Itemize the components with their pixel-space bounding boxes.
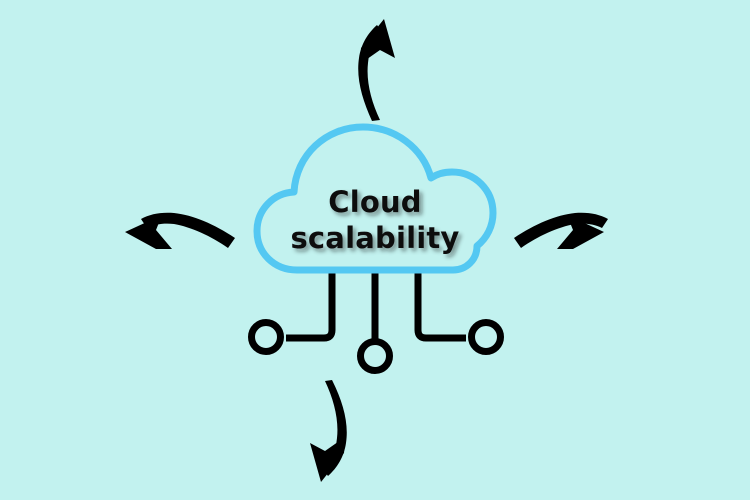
connector-right [414, 272, 466, 342]
arrow-right-icon [514, 212, 608, 249]
arrow-left-icon [125, 212, 235, 249]
cloud-label-group: Cloud scalability [290, 185, 459, 255]
cloud-label-line-2: scalability [290, 221, 459, 255]
node-left-circle[interactable] [248, 319, 284, 355]
connector-left [286, 272, 336, 342]
cloud-shape[interactable] [253, 123, 497, 274]
arrow-up-icon [358, 19, 395, 121]
cloud-label-line-1: Cloud [328, 185, 422, 219]
cloud-group[interactable]: Cloud scalability [253, 123, 497, 274]
node-right-circle[interactable] [468, 319, 504, 355]
network-group [248, 272, 504, 374]
arrow-down-icon [310, 380, 347, 482]
node-center-circle[interactable] [357, 338, 393, 374]
